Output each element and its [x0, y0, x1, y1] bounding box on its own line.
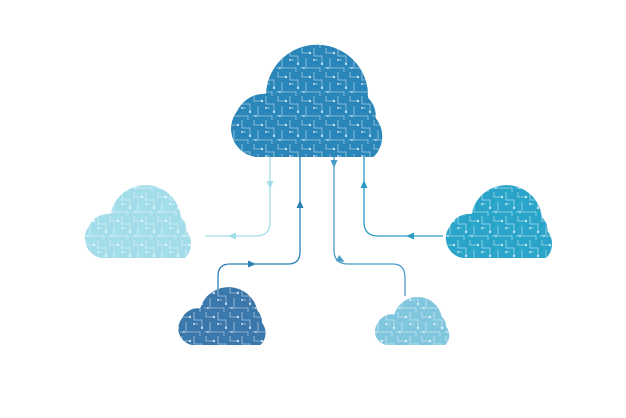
arrow-icon — [406, 232, 414, 240]
arrow-icon — [335, 254, 345, 262]
connectors — [205, 157, 443, 296]
connector-main-to-left — [205, 157, 274, 240]
circuit-pattern — [231, 44, 383, 157]
connector-right-to-main — [360, 157, 443, 240]
connector-line — [205, 157, 271, 237]
arrow-icon — [228, 232, 236, 240]
connector-main-to-bottom-right — [330, 157, 406, 296]
connector-bottom-left-to-main — [217, 157, 304, 290]
connector-line — [217, 157, 301, 290]
circuit-pattern — [445, 185, 553, 258]
arrow-icon — [330, 160, 338, 168]
connector-line — [333, 157, 406, 296]
cloud-main — [231, 44, 383, 157]
connector-line — [363, 157, 443, 237]
arrow-icon — [360, 180, 368, 188]
arrow-icon — [248, 260, 256, 268]
arrow-icon — [296, 200, 304, 208]
arrow-icon — [266, 181, 274, 189]
circuit-pattern — [374, 296, 450, 345]
cloud-right — [445, 185, 553, 258]
circuit-pattern — [178, 287, 266, 345]
circuit-pattern — [84, 185, 192, 258]
cloud-bottom-right — [374, 296, 450, 345]
cloud-bottom-left — [178, 287, 266, 345]
clouds — [84, 44, 553, 345]
cloud-left — [84, 185, 192, 258]
